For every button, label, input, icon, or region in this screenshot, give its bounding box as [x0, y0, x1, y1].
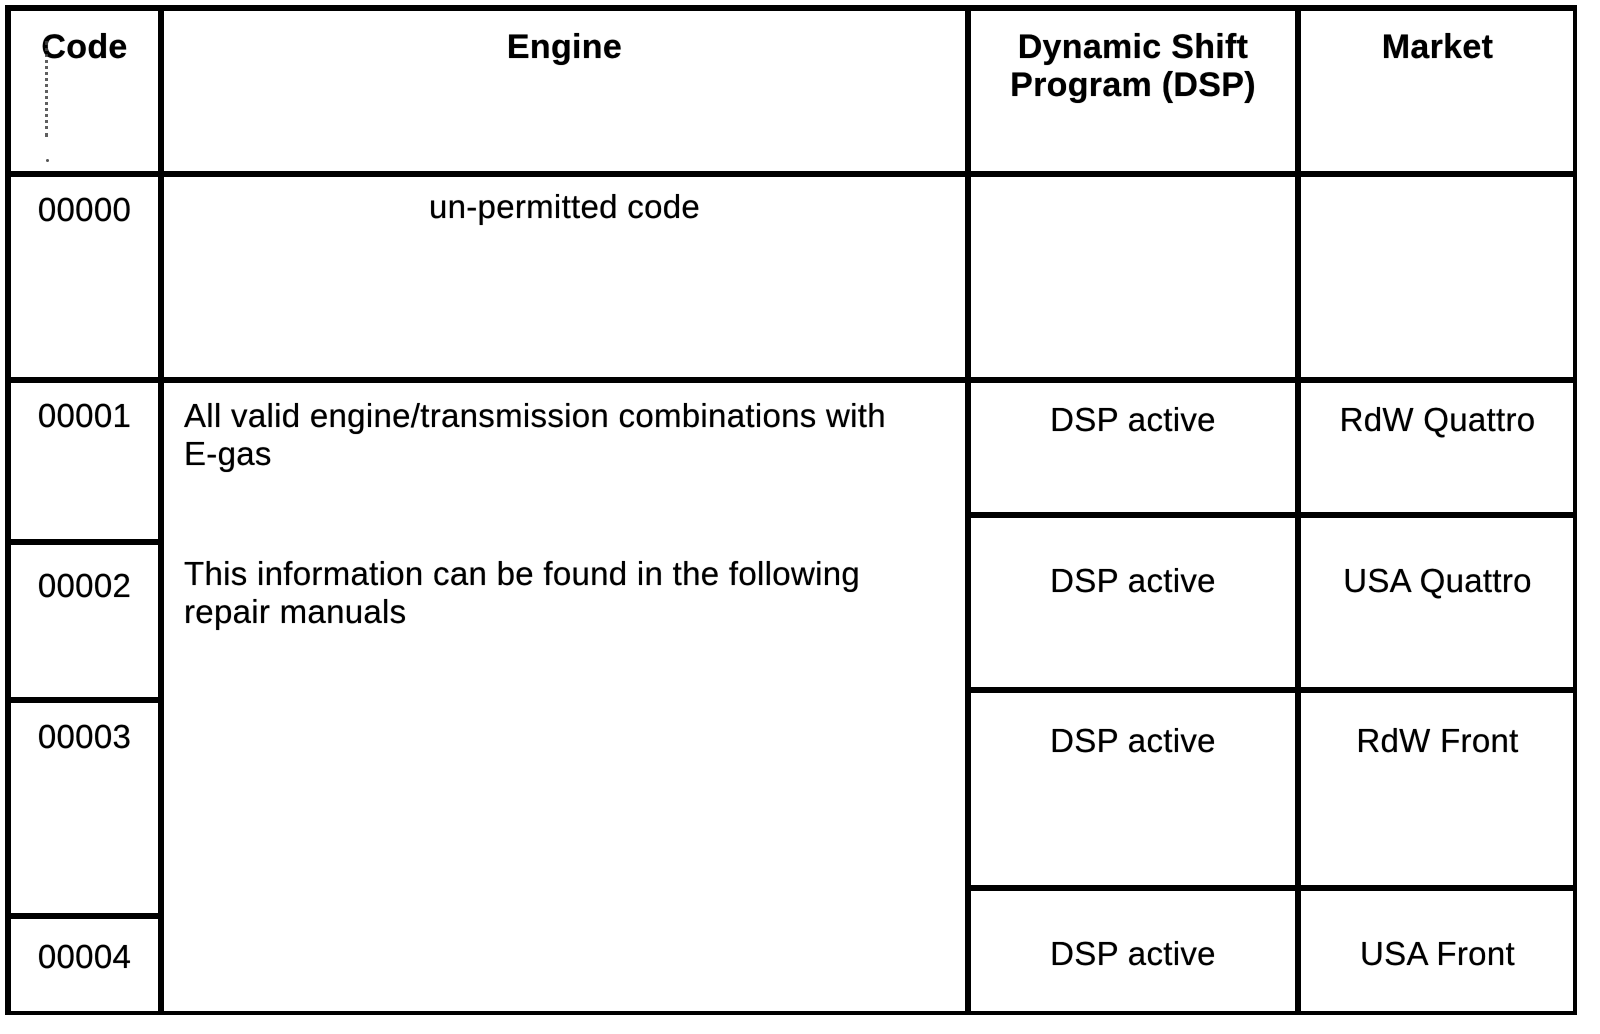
- code-value: 00001: [37, 397, 132, 434]
- cell-dsp-00003: DSP active: [968, 690, 1298, 888]
- header-code: Code: [8, 8, 161, 174]
- header-engine: Engine: [161, 8, 968, 174]
- code-value: 00003: [37, 718, 132, 755]
- dsp-value: DSP active: [1050, 722, 1216, 759]
- engine-note-para2: This information can be found in the fol…: [184, 555, 861, 630]
- cell-code-00000: 00000: [8, 174, 161, 380]
- cell-code-00001: 00001: [8, 380, 161, 542]
- header-dsp-label: Dynamic Shift Program (DSP): [1010, 28, 1256, 104]
- cell-code-00003: 00003: [8, 700, 161, 916]
- cell-market-00002: USA Quattro: [1298, 515, 1577, 690]
- cell-code-00004: 00004: [8, 916, 161, 1015]
- cell-dsp-00001: DSP active: [968, 380, 1298, 515]
- cell-dsp-00004: DSP active: [968, 888, 1298, 1015]
- scan-artifact-dotted-line: [45, 41, 48, 137]
- cell-market-00004: USA Front: [1298, 888, 1577, 1015]
- header-engine-label: Engine: [506, 28, 623, 66]
- header-code-label: Code: [41, 28, 128, 66]
- header-market-label: Market: [1381, 28, 1494, 66]
- cell-engine-00000: un-permitted code: [161, 174, 968, 380]
- code-value: 00000: [37, 191, 132, 228]
- market-value: USA Quattro: [1343, 562, 1532, 599]
- code-value: 00002: [37, 567, 132, 604]
- engine-value: un-permitted code: [428, 188, 701, 225]
- cell-market-00001: RdW Quattro: [1298, 380, 1577, 515]
- cell-dsp-00002: DSP active: [968, 515, 1298, 690]
- engine-note-para1: All valid engine/transmission combinatio…: [184, 397, 886, 472]
- cell-market-00003: RdW Front: [1298, 690, 1577, 888]
- cell-market-00000: [1298, 174, 1577, 380]
- cell-dsp-00000: [968, 174, 1298, 380]
- scan-artifact-dot: [46, 159, 49, 162]
- market-value: RdW Front: [1356, 722, 1519, 759]
- header-market: Market: [1298, 8, 1577, 174]
- market-value: USA Front: [1360, 935, 1515, 972]
- cell-engine-merged: All valid engine/transmission combinatio…: [161, 380, 968, 1015]
- dsp-value: DSP active: [1050, 401, 1216, 438]
- header-dsp: Dynamic Shift Program (DSP): [968, 8, 1298, 174]
- dsp-value: DSP active: [1050, 935, 1216, 972]
- dsp-value: DSP active: [1050, 562, 1216, 599]
- market-value: RdW Quattro: [1339, 401, 1536, 438]
- cell-code-00002: 00002: [8, 542, 161, 700]
- code-value: 00004: [37, 938, 132, 975]
